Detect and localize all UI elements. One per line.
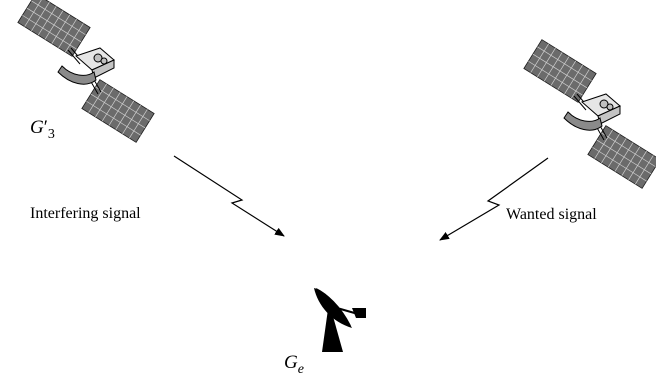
interfering-signal-label: Interfering signal (30, 205, 141, 222)
wanted-satellite-icon (524, 40, 656, 189)
interferer-gain-main: G (30, 117, 44, 138)
interferer-gain-subscript: 3 (48, 127, 55, 142)
earth-gain-main: G (284, 352, 298, 373)
earth-station-gain-label: Ge (284, 352, 304, 377)
earth-gain-subscript: e (298, 362, 304, 377)
wanted-signal-arrow (440, 158, 548, 240)
interfering-signal-arrow (174, 156, 284, 236)
interferer-gain-label: G′3 (30, 117, 55, 142)
wanted-signal-label: Wanted signal (506, 206, 597, 223)
earth-station-dish-icon (314, 288, 366, 352)
